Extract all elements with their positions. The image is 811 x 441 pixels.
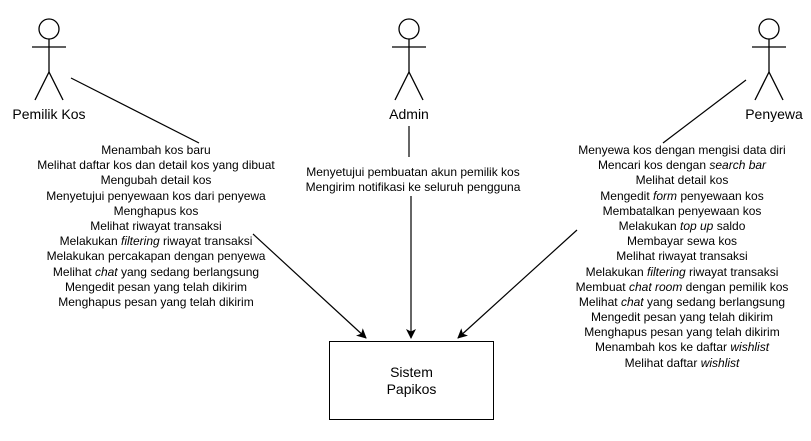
function-text: Melihat daftar xyxy=(624,355,701,370)
function-item: Membayar sewa kos xyxy=(562,234,802,249)
function-text: Melihat detail kos xyxy=(635,173,729,188)
function-item: Menghapus pesan yang telah dikirim xyxy=(562,325,802,340)
function-text: saldo xyxy=(713,218,746,233)
function-term: wishlist xyxy=(730,340,770,355)
function-item: Menambah kos baru xyxy=(16,143,296,158)
function-item: Melakukan top up saldo xyxy=(562,219,802,234)
function-text: Menghapus kos xyxy=(113,203,199,218)
function-text: Mengedit pesan yang telah dikirim xyxy=(64,279,248,294)
function-item: Menyewa kos dengan mengisi data diri xyxy=(562,143,802,158)
function-item: Melihat chat yang sedang berlangsung xyxy=(16,265,296,280)
function-item: Menyetujui penyewaan kos dari penyewa xyxy=(16,189,296,204)
function-item: Membatalkan penyewaan kos xyxy=(562,204,802,219)
actor-penyewa-figure xyxy=(752,18,786,101)
function-item: Melakukan filtering riwayat transaksi xyxy=(16,234,296,249)
edge-pemilik-to-list xyxy=(70,77,200,144)
function-text: yang sedang berlangsung xyxy=(117,264,260,279)
function-item: Melakukan percakapan dengan penyewa xyxy=(16,249,296,264)
function-term: filtering xyxy=(646,264,686,279)
function-item: Mengirim notifikasi ke seluruh pengguna xyxy=(290,180,536,195)
function-text: Membayar sewa kos xyxy=(626,234,738,249)
function-item: Mencari kos dengan search bar xyxy=(562,158,802,173)
function-term: form xyxy=(652,188,677,203)
function-text: Melakukan xyxy=(585,264,647,279)
function-item: Melihat detail kos xyxy=(562,173,802,188)
function-item: Mengedit form penyewaan kos xyxy=(562,189,802,204)
function-text: yang sedang berlangsung xyxy=(643,294,786,309)
actor-penyewa-label: Penyewa xyxy=(745,106,803,122)
function-text: Membatalkan penyewaan kos xyxy=(602,203,762,218)
function-text: Melihat daftar kos dan detail kos yang d… xyxy=(37,158,275,173)
function-term: filtering xyxy=(120,234,160,249)
function-item: Menambah kos ke daftar wishlist xyxy=(562,340,802,355)
edge-pemilik-to-system xyxy=(252,233,367,339)
function-text: penyewaan kos xyxy=(676,188,764,203)
function-text: Mengedit pesan yang telah dikirim xyxy=(590,310,774,325)
function-item: Melihat riwayat transaksi xyxy=(16,219,296,234)
function-text: Melihat xyxy=(578,294,621,309)
edge-penyewa-to-system xyxy=(457,229,578,339)
function-item: Melihat daftar wishlist xyxy=(562,356,802,371)
function-text: Mengirim notifikasi ke seluruh pengguna xyxy=(305,180,521,195)
function-text: Menghapus pesan yang telah dikirim xyxy=(584,325,780,340)
function-text: Mengedit xyxy=(600,188,653,203)
function-text: Melihat riwayat transaksi xyxy=(616,249,748,264)
function-text: riwayat transaksi xyxy=(159,234,253,249)
function-text: Melihat xyxy=(52,264,95,279)
function-text: Menyetujui penyewaan kos dari penyewa xyxy=(46,188,266,203)
function-item: Membuat chat room dengan pemilik kos xyxy=(562,280,802,295)
function-item: Mengubah detail kos xyxy=(16,173,296,188)
function-text: riwayat transaksi xyxy=(685,264,779,279)
function-text: Melakukan xyxy=(618,218,680,233)
function-text: Mencari kos dengan xyxy=(597,158,710,173)
function-term: chat xyxy=(620,294,644,309)
actor-admin-label: Admin xyxy=(389,106,429,122)
function-item: Melakukan filtering riwayat transaksi xyxy=(562,265,802,280)
edge-penyewa-to-list xyxy=(662,79,747,144)
function-text: Menambah kos ke daftar xyxy=(594,340,731,355)
actor-pemilik-label: Pemilik Kos xyxy=(12,106,86,122)
system-name-line1: Sistem xyxy=(390,363,433,380)
function-item: Mengedit pesan yang telah dikirim xyxy=(562,310,802,325)
function-term: chat xyxy=(94,264,118,279)
function-term: top up xyxy=(679,218,714,233)
function-text: Membuat xyxy=(575,279,629,294)
function-text: Menyetujui pembuatan akun pemilik kos xyxy=(306,165,520,179)
function-term: search bar xyxy=(709,158,767,173)
function-text: Menambah kos baru xyxy=(101,143,211,157)
function-text: Melakukan percakapan dengan penyewa xyxy=(46,249,266,264)
function-text: Menghapus pesan yang telah dikirim xyxy=(58,294,254,309)
function-text: Melihat riwayat transaksi xyxy=(90,218,222,233)
function-item: Mengedit pesan yang telah dikirim xyxy=(16,280,296,295)
function-item: Melihat chat yang sedang berlangsung xyxy=(562,295,802,310)
function-term: wishlist xyxy=(700,355,740,370)
actor-pemilik-figure xyxy=(32,18,66,101)
actor-admin-figure xyxy=(392,18,426,101)
function-item: Menghapus kos xyxy=(16,204,296,219)
function-text: Melakukan xyxy=(59,234,121,249)
function-text: Mengubah detail kos xyxy=(100,173,212,188)
function-text: dengan pemilik kos xyxy=(682,279,789,294)
function-item: Menyetujui pembuatan akun pemilik kos xyxy=(290,165,536,180)
function-term: chat room xyxy=(628,279,683,294)
function-text: Menyewa kos dengan mengisi data diri xyxy=(578,143,786,157)
system-box: Sistem Papikos xyxy=(329,341,494,420)
system-name-line2: Papikos xyxy=(386,380,437,397)
function-item: Melihat riwayat transaksi xyxy=(562,249,802,264)
function-item: Menghapus pesan yang telah dikirim xyxy=(16,295,296,310)
function-item: Melihat daftar kos dan detail kos yang d… xyxy=(16,158,296,173)
